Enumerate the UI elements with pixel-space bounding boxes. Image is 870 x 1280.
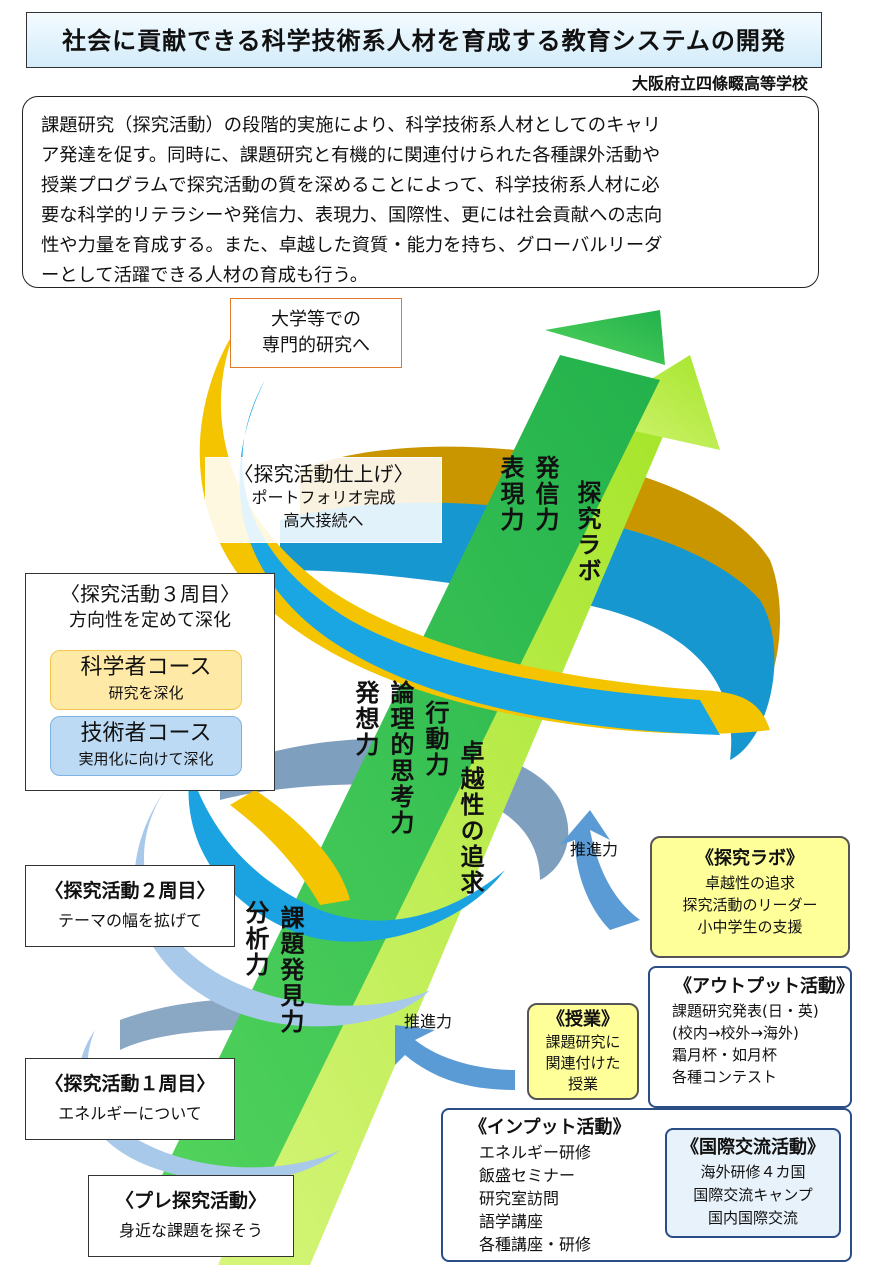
stage-pre-sub: 身近な課題を探そう [118, 1221, 263, 1240]
intl-box-line: 海外研修４カ国 [700, 1163, 806, 1181]
push-label-upper: 推進力 [570, 840, 619, 859]
ring-gold-mid [230, 790, 350, 905]
intro-line: 授業プログラムで探究活動の質を深めることによって、科学技術系人材に必 [41, 175, 660, 196]
lab-box-line: 探究活動のリーダー [682, 896, 818, 914]
goal-line: 大学等での [271, 309, 361, 330]
arrow-label-idea: 発想力 [351, 680, 379, 758]
intl-box-line: 国内国際交流 [707, 1209, 798, 1227]
stage-third-title: 〈探究活動３周目〉 [60, 582, 240, 606]
stage-pre: 〈プレ探究活動〉 身近な課題を探そう [88, 1175, 294, 1257]
stage-finish: 〈探究活動仕上げ〉 ポートフォリオ完成 高大接続へ [205, 457, 442, 543]
arrow-label-discovery: 課題発見力 [276, 905, 304, 1035]
goal-box: 大学等での 専門的研究へ [230, 298, 402, 368]
intro-line: 課題研究（探究活動）の段階的実施により、科学技術系人材としてのキャリ [41, 115, 661, 136]
lab-box-line: 卓越性の追求 [704, 874, 795, 892]
course-scientist-sub: 研究を深化 [108, 684, 184, 702]
arrow-label-logic: 論理的思考力 [386, 680, 414, 836]
stage-finish-line: ポートフォリオ完成 [251, 488, 396, 507]
input-box-line: 語学講座 [479, 1212, 544, 1231]
output-box-line: 各種コンテスト [672, 1068, 778, 1086]
stage-third-sub: 方向性を定めて深化 [69, 610, 231, 631]
lesson-box-title: 《授業》 [547, 1009, 619, 1030]
school-name: 大阪府立四條畷高等学校 [631, 74, 808, 93]
stage-second-sub: テーマの幅を拡げて [57, 911, 202, 930]
course-engineer-title: 技術者コース [80, 721, 212, 746]
lab-box-line: 小中学生の支援 [697, 918, 803, 936]
push-arrow-upper [560, 810, 640, 930]
push-label-lower: 推進力 [404, 1012, 453, 1031]
stage-finish-title: 〈探究活動仕上げ〉 [233, 462, 414, 486]
intro-line: ア発達を促す。同時に、課題研究と有機的に関連付けられた各種課外活動や [41, 145, 661, 166]
output-box-line: (校内→校外→海外) [672, 1024, 799, 1042]
arrow-green-head [545, 310, 665, 365]
course-engineer: 技術者コース 実用化に向けて深化 [50, 716, 242, 776]
intro-line: ーとして活躍できる人材の育成も行う。 [41, 265, 369, 286]
stage-first-sub: エネルギーについて [58, 1104, 202, 1123]
ring-blue-mid [188, 770, 505, 942]
arrow-label-transmission: 発信力 [531, 455, 559, 533]
lesson-box-line: 課題研究に [545, 1033, 621, 1051]
input-box-line: 各種講座・研修 [479, 1235, 592, 1254]
lab-box-title: 《探究ラボ》 [696, 848, 804, 869]
output-box: 《アウトプット活動》 課題研究発表(日・英) (校内→校外→海外) 霜月杯・如月… [648, 966, 854, 1108]
input-box-title: 《インプット活動》 [469, 1117, 631, 1138]
arrow-label-action: 行動力 [421, 700, 449, 778]
lab-box: 《探究ラボ》 卓越性の追求 探究活動のリーダー 小中学生の支援 [650, 836, 850, 958]
course-scientist: 科学者コース 研究を深化 [50, 650, 242, 710]
intro-line: 要な科学的リテラシーや発信力、表現力、国際性、更には社会貢献への志向 [41, 205, 663, 226]
stage-first: 〈探究活動１周目〉 エネルギーについて [25, 1058, 235, 1140]
stage-first-title: 〈探究活動１周目〉 [44, 1073, 216, 1095]
ring-lightblue-low [78, 1030, 340, 1182]
intl-box: 《国際交流活動》 海外研修４カ国 国際交流キャンプ 国内国際交流 [665, 1128, 841, 1238]
arrow-label-lab: 探究ラボ [573, 480, 601, 584]
course-engineer-sub: 実用化に向けて深化 [78, 750, 214, 768]
arrow-label-expression: 表現力 [496, 455, 524, 533]
goal-line: 専門的研究へ [262, 335, 370, 356]
input-box-line: 研究室訪問 [479, 1189, 560, 1208]
output-box-line: 霜月杯・如月杯 [672, 1046, 778, 1064]
arrow-label-excellence: 卓越性の追求 [456, 740, 484, 896]
ring-blue-front [239, 380, 720, 735]
stage-third: 〈探究活動３周目〉 方向性を定めて深化 科学者コース 研究を深化 技術者コース … [25, 573, 275, 791]
intro-line: 性や力量を育成する。また、卓越した資質・能力を持ち、グローバルリーダ [41, 235, 663, 256]
push-arrow-lower [395, 1025, 515, 1090]
output-box-title: 《アウトプット活動》 [674, 976, 854, 997]
course-scientist-title: 科学者コース [80, 655, 212, 680]
stage-pre-title: 〈プレ探究活動〉 [114, 1190, 267, 1212]
page-title: 社会に貢献できる科学技術系人材を育成する教育システムの開発 [26, 12, 822, 68]
input-box-line: 飯盛セミナー [479, 1166, 576, 1185]
lesson-box-line: 関連付けた [545, 1054, 621, 1072]
stage-finish-line: 高大接続へ [283, 511, 364, 530]
stage-second-title: 〈探究活動２周目〉 [44, 880, 216, 902]
arrow-label-analysis: 分析力 [241, 900, 269, 978]
lesson-box-line: 授業 [567, 1075, 598, 1093]
lesson-box: 《授業》 課題研究に 関連付けた 授業 [527, 1003, 639, 1100]
intro-text-box: 課題研究（探究活動）の段階的実施により、科学技術系人材としてのキャリ ア発達を促… [22, 96, 819, 288]
ring-lightblue [134, 790, 430, 1027]
output-box-line: 課題研究発表(日・英) [672, 1002, 819, 1020]
ring-blue-back [280, 502, 775, 760]
intl-box-line: 国際交流キャンプ [693, 1186, 813, 1204]
input-box-line: エネルギー研修 [479, 1143, 592, 1162]
intl-box-title: 《国際交流活動》 [681, 1137, 825, 1158]
stage-second: 〈探究活動２周目〉 テーマの幅を拡げて [25, 865, 235, 947]
